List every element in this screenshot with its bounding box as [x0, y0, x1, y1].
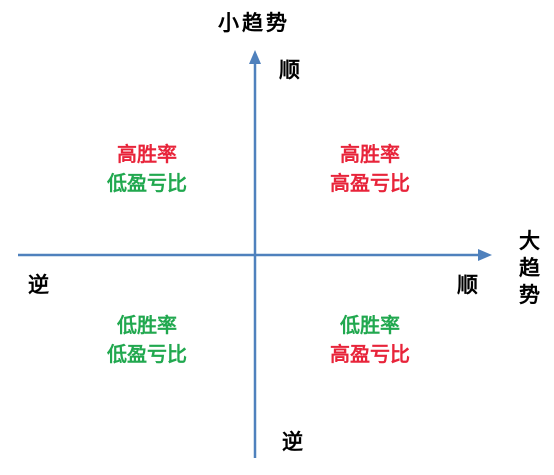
quadrant-top-right: 高胜率 高盈亏比	[300, 140, 440, 198]
quadrant-bottom-right-profit-loss-ratio: 高盈亏比	[330, 342, 410, 366]
quadrant-top-left-win-rate: 高胜率	[117, 142, 177, 166]
quadrant-bottom-left-profit-loss-ratio: 低盈亏比	[107, 342, 187, 366]
quadrant-top-right-win-rate: 高胜率	[340, 142, 400, 166]
horizontal-axis-title-char-2: 趋	[519, 256, 540, 280]
vertical-axis-title: 小趋势	[218, 11, 290, 35]
quadrant-bottom-left: 低胜率 低盈亏比	[77, 311, 217, 369]
horizontal-axis-negative-label: 逆	[28, 273, 49, 297]
horizontal-axis-positive-label: 顺	[457, 273, 478, 297]
quadrant-top-left: 高胜率 低盈亏比	[77, 140, 217, 198]
horizontal-axis	[18, 249, 492, 261]
vertical-axis	[249, 50, 261, 458]
quadrant-top-right-profit-loss-ratio: 高盈亏比	[330, 171, 410, 195]
horizontal-axis-title-char-1: 大	[519, 229, 540, 253]
quadrant-bottom-left-win-rate: 低胜率	[117, 313, 177, 337]
vertical-axis-arrowhead	[249, 50, 261, 64]
vertical-axis-positive-label: 顺	[279, 58, 300, 82]
vertical-axis-negative-label: 逆	[282, 430, 303, 454]
quadrant-bottom-right: 低胜率 高盈亏比	[300, 311, 440, 369]
horizontal-axis-title-char-3: 势	[519, 283, 540, 307]
horizontal-axis-arrowhead	[478, 249, 492, 261]
quadrant-top-left-profit-loss-ratio: 低盈亏比	[107, 171, 187, 195]
quadrant-bottom-right-win-rate: 低胜率	[340, 313, 400, 337]
